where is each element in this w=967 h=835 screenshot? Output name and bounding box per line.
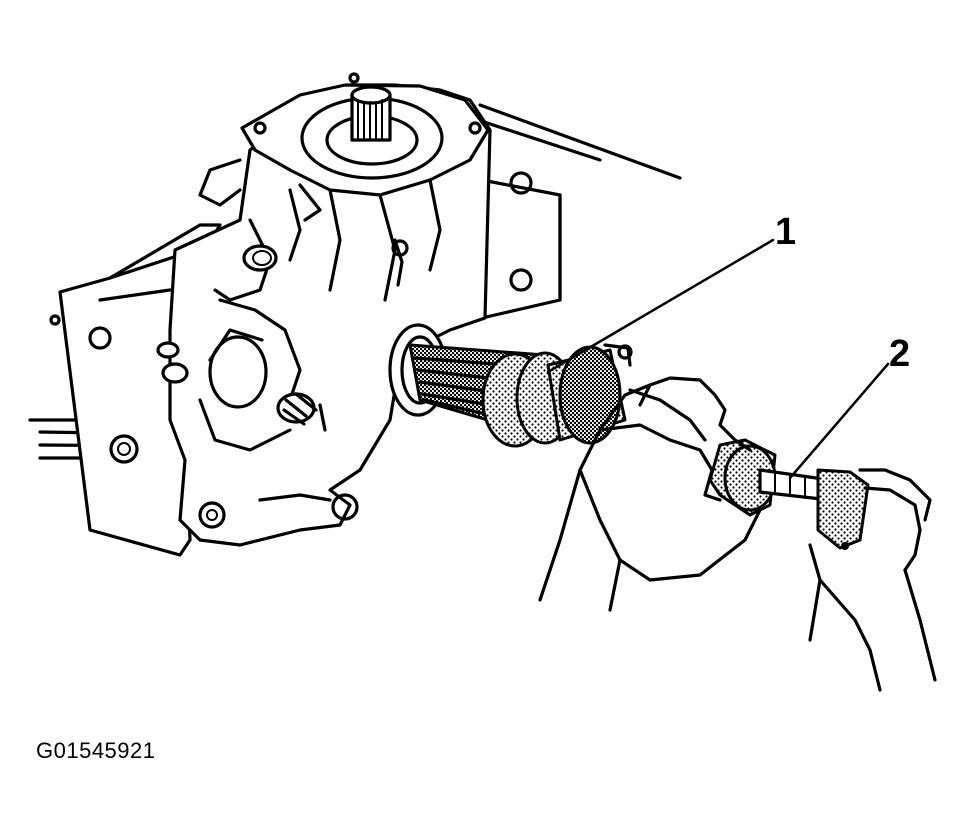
figure-id-label: G01545921 — [36, 738, 156, 763]
steering-gear-housing — [156, 72, 492, 547]
leader-lines — [546, 238, 890, 480]
callout-2: 2 — [889, 333, 911, 375]
right-hand — [808, 468, 937, 692]
left-hand — [538, 376, 762, 612]
rack-piston-assembly — [408, 343, 633, 448]
mounting-bracket — [49, 223, 222, 557]
leader-line-2 — [788, 362, 890, 480]
leader-line-1 — [546, 238, 775, 374]
installation-tool — [708, 438, 870, 550]
callout-1: 1 — [775, 211, 797, 253]
